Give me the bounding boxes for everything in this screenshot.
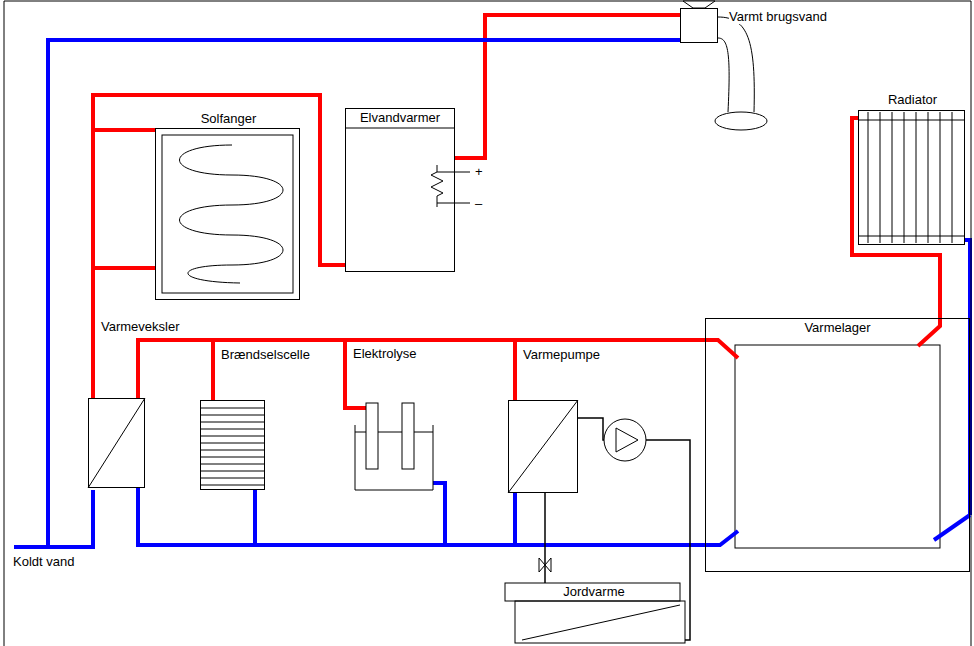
cell-plate (200, 478, 265, 479)
pump-triangle (616, 428, 638, 452)
cell-plate (200, 408, 265, 409)
heat-store: Varmelager (705, 318, 970, 572)
radiator-header (858, 120, 965, 236)
tap-handle (683, 1, 715, 8)
node-label: Jordvarme (563, 584, 624, 599)
radiator-fins (858, 112, 965, 243)
electrode (366, 403, 378, 469)
terminal-lead (437, 172, 470, 203)
store-inlet (934, 515, 970, 540)
radiator-fin (928, 112, 929, 243)
radiator-fin (892, 112, 893, 243)
node-label: Varmepumpe (523, 347, 600, 362)
pipe-label: Koldt vand (12, 554, 75, 569)
store-outlet (918, 318, 940, 346)
ground-header (505, 583, 680, 601)
cell-plate (200, 422, 265, 423)
tap-outlet (715, 112, 767, 130)
cell-plate (200, 485, 265, 486)
node-label: Varmeveksler (101, 319, 180, 334)
cell-plate (200, 471, 265, 472)
cell-plate (200, 457, 265, 458)
radiator-fin (868, 112, 869, 243)
fuel-cell: Brændselscelle (200, 400, 265, 490)
radiator-fin (940, 112, 941, 243)
hot-pipe (93, 128, 155, 132)
cell-plate (200, 429, 265, 430)
pipe (852, 118, 940, 318)
radiator-fin (904, 112, 905, 243)
electrode (402, 403, 414, 469)
cold-water-pipe (14, 490, 93, 547)
pipe (138, 340, 705, 398)
pipe (455, 15, 680, 158)
ground-collector (515, 601, 685, 643)
ground-heat: Jordvarme (505, 583, 685, 645)
store-inlet (705, 340, 738, 358)
radiator-fin (952, 112, 953, 243)
node-label: Varmelager (804, 320, 870, 335)
collector-coil (180, 145, 284, 283)
cell-plate (200, 436, 265, 437)
cold-water-pipe (48, 40, 680, 547)
node-label: Elektrolyse (353, 346, 417, 361)
resistor-symbol (431, 165, 443, 207)
pipe (345, 340, 705, 408)
pump-symbol (604, 419, 646, 461)
terminal-sign: – (474, 196, 483, 211)
tap-spout (718, 17, 754, 112)
cell-plate (200, 415, 265, 416)
heater-lid (345, 128, 455, 129)
exchanger-plate (88, 398, 145, 488)
pipe (515, 493, 705, 545)
node-label: Solfanger (201, 111, 257, 126)
pipe (213, 340, 705, 400)
pipe (544, 493, 546, 583)
node-label: Varmt brugsvand (729, 9, 827, 24)
radiator-fin (880, 112, 881, 243)
pipe (515, 340, 705, 400)
ground-pipe (522, 605, 680, 640)
heat-exchanger: Varmeveksler (88, 398, 145, 488)
pipe (93, 95, 345, 398)
collector-frame (162, 135, 293, 293)
water-heater: Elvandvarmer (345, 108, 455, 272)
tap-box: Varmt brugsvand (680, 8, 718, 43)
radiator-fin (916, 112, 917, 243)
valve-symbol (539, 558, 551, 572)
fuel-cell-plates (200, 408, 265, 485)
heat-pump: Varmepumpe (508, 400, 578, 493)
pipe (138, 488, 705, 545)
cell-plate (200, 464, 265, 465)
store-outlet (705, 531, 738, 545)
node-label: Elvandvarmer (360, 110, 440, 125)
electrolysis-cell: Elektrolyse (355, 400, 433, 490)
cell-plate (200, 443, 265, 444)
store-tank (735, 345, 940, 548)
node-label: Radiator (888, 92, 937, 107)
solar-collector: Solfanger (155, 128, 300, 300)
pipe (255, 490, 705, 545)
frame (4, 1, 971, 646)
exchanger-plate (508, 400, 578, 493)
terminal-sign: + (474, 164, 484, 179)
node-label: Brændselscelle (221, 347, 310, 362)
cell-plate (200, 450, 265, 451)
radiator: Radiator (858, 110, 965, 245)
